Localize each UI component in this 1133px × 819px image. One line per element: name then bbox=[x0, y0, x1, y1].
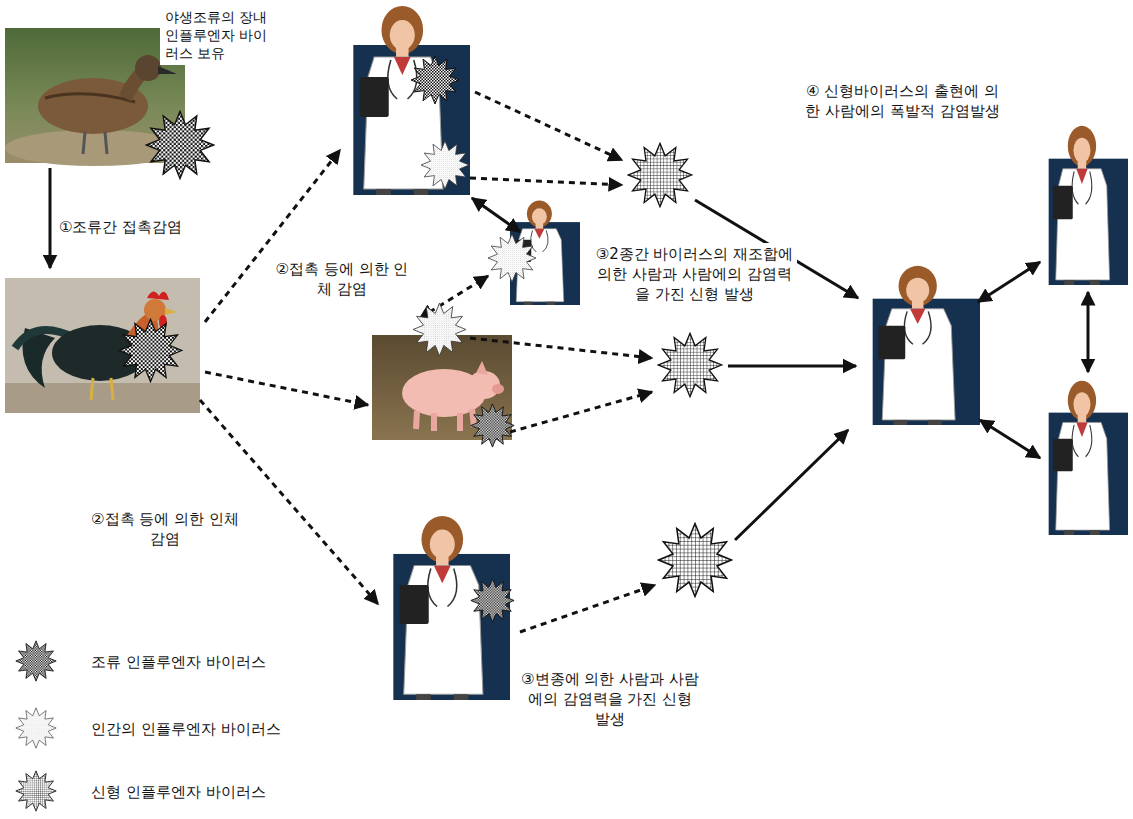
legend-text: 신형 인플루엔자 바이러스 bbox=[88, 781, 269, 803]
illustration-part bbox=[416, 409, 474, 431]
illustration-part bbox=[49, 168, 52, 268]
step-label: ④ 신형바이러스의 출현에 의한 사람에의 폭발적 감염발생 bbox=[800, 80, 1005, 122]
illustration-part bbox=[119, 319, 181, 381]
illustration-part bbox=[200, 400, 378, 604]
illustration-part bbox=[16, 708, 56, 748]
illustration-part bbox=[658, 333, 721, 396]
illustration-part bbox=[978, 262, 1040, 302]
step-label: ②접촉 등에 의한 인체 감염 bbox=[272, 258, 412, 300]
caption-text: 야생조류의 장내 인플루엔자 바이러스 보유 bbox=[165, 8, 277, 62]
illustration-part bbox=[146, 111, 213, 178]
illustration-part bbox=[980, 420, 1040, 458]
illustration-part bbox=[16, 641, 56, 681]
illustration-part bbox=[421, 141, 469, 189]
illustration-part bbox=[135, 55, 161, 81]
step-label: ①조류간 접촉감염 bbox=[56, 216, 185, 238]
illustration-part bbox=[510, 392, 652, 432]
illustration-part bbox=[5, 383, 200, 413]
illustration-part bbox=[5, 278, 200, 413]
illustration-part bbox=[471, 579, 514, 622]
illustration-part bbox=[735, 430, 848, 540]
illustration-part bbox=[873, 266, 980, 425]
illustration-part bbox=[476, 361, 488, 375]
illustration-part bbox=[200, 92, 655, 632]
illustration-part bbox=[50, 168, 1088, 540]
illustration-part bbox=[91, 378, 113, 400]
illustration-part bbox=[158, 66, 177, 74]
illustration-part bbox=[475, 92, 622, 160]
illustration-part bbox=[472, 198, 520, 232]
illustration-part bbox=[411, 56, 459, 104]
illustration-part bbox=[5, 278, 200, 413]
illustration-part bbox=[147, 291, 169, 300]
illustration-part bbox=[470, 338, 652, 358]
step-label: ②접촉 등에 의한 인체 감염 bbox=[85, 508, 245, 550]
illustration-part bbox=[728, 365, 856, 368]
illustration-part bbox=[492, 384, 504, 394]
illustration-part bbox=[520, 585, 655, 632]
illustration-part bbox=[470, 178, 622, 185]
illustration-part bbox=[471, 404, 514, 447]
illustration-part bbox=[659, 524, 732, 597]
illustration-part bbox=[1049, 126, 1128, 285]
caption-box: 야생조류의 장내 인플루엔자 바이러스 보유 bbox=[160, 5, 282, 65]
illustration-part bbox=[83, 132, 107, 154]
illustration-part bbox=[413, 303, 466, 356]
illustration-part bbox=[488, 234, 536, 282]
illustration-part bbox=[628, 143, 691, 206]
illustration-part bbox=[16, 771, 56, 811]
illustration-part bbox=[205, 372, 368, 405]
illustration-part bbox=[353, 6, 470, 195]
illustration-part bbox=[1087, 292, 1090, 372]
legend-text: 인간의 인플루엔자 바이러스 bbox=[88, 718, 284, 740]
step-label: ③변종에 의한 사람과 사람에의 감염력을 가진 신형 발생 bbox=[515, 668, 705, 730]
illustration-part bbox=[165, 308, 177, 315]
legend-text: 조류 인플루엔자 바이러스 bbox=[88, 651, 269, 673]
illustration-part bbox=[1049, 381, 1128, 535]
step-label: ③2종간 바이러스의 재조합에 의한 사람과 사람에의 감염력을 가진 신형 발… bbox=[592, 243, 797, 305]
